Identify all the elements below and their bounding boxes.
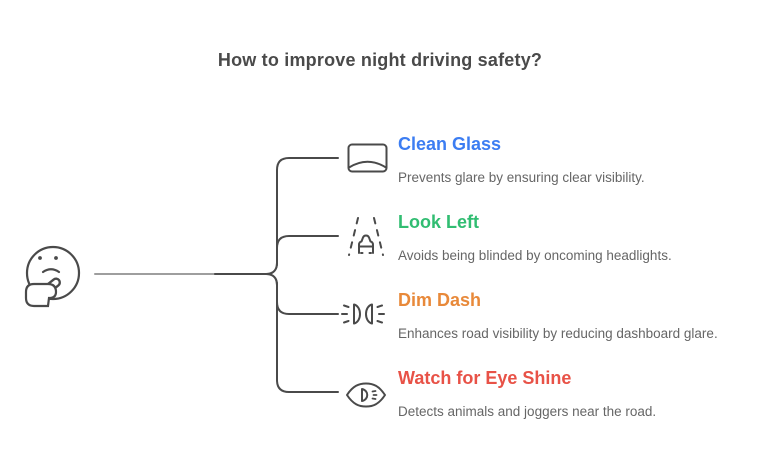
item-description: Avoids being blinded by oncoming headlig… (398, 248, 672, 263)
item-row-dim-dash: Dim Dash Enhances road visibility by red… (341, 290, 764, 350)
item-heading: Clean Glass (398, 134, 502, 154)
eye-shine-icon (346, 382, 386, 408)
item-description: Prevents glare by ensuring clear visibil… (398, 170, 645, 185)
dim-lights-icon (341, 303, 385, 325)
thinking-face-icon (24, 245, 81, 308)
road-headlights-icon (348, 217, 384, 256)
page-title: How to improve night driving safety? (217, 50, 543, 70)
item-description: Detects animals and joggers near the roa… (398, 404, 657, 419)
windshield-icon (347, 143, 388, 173)
item-row-eye-shine: Watch for Eye Shine Detects animals and … (344, 368, 764, 428)
item-row-look-left: Look Left Avoids being blinded by oncomi… (344, 212, 764, 272)
item-heading: Look Left (398, 212, 479, 232)
item-heading: Dim Dash (398, 290, 482, 310)
item-row-clean-glass: Clean Glass Prevents glare by ensuring c… (344, 134, 764, 194)
item-description: Enhances road visibility by reducing das… (398, 326, 718, 341)
item-heading: Watch for Eye Shine (398, 368, 572, 388)
